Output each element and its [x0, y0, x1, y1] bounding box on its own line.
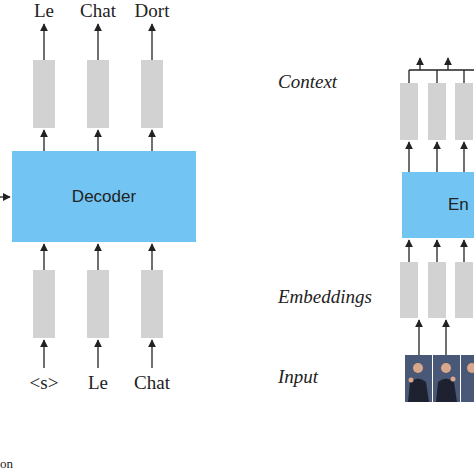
signer-frames [405, 355, 474, 402]
output-token: Dort [135, 0, 170, 22]
decoder-box: Decoder [12, 151, 196, 242]
node-label: Decoder [72, 187, 136, 207]
row-label: Input [278, 366, 318, 388]
input-token: <s> [30, 372, 59, 394]
input-token: Chat [134, 372, 170, 394]
row-label: Context [278, 71, 337, 93]
caption-fragment: on [0, 456, 13, 472]
output-token: Le [34, 0, 54, 22]
row-label: Embeddings [278, 286, 372, 308]
node-label: En [448, 195, 469, 215]
input-token: Le [88, 372, 108, 394]
output-token: Chat [80, 0, 116, 22]
encoder-box: En [402, 172, 474, 238]
